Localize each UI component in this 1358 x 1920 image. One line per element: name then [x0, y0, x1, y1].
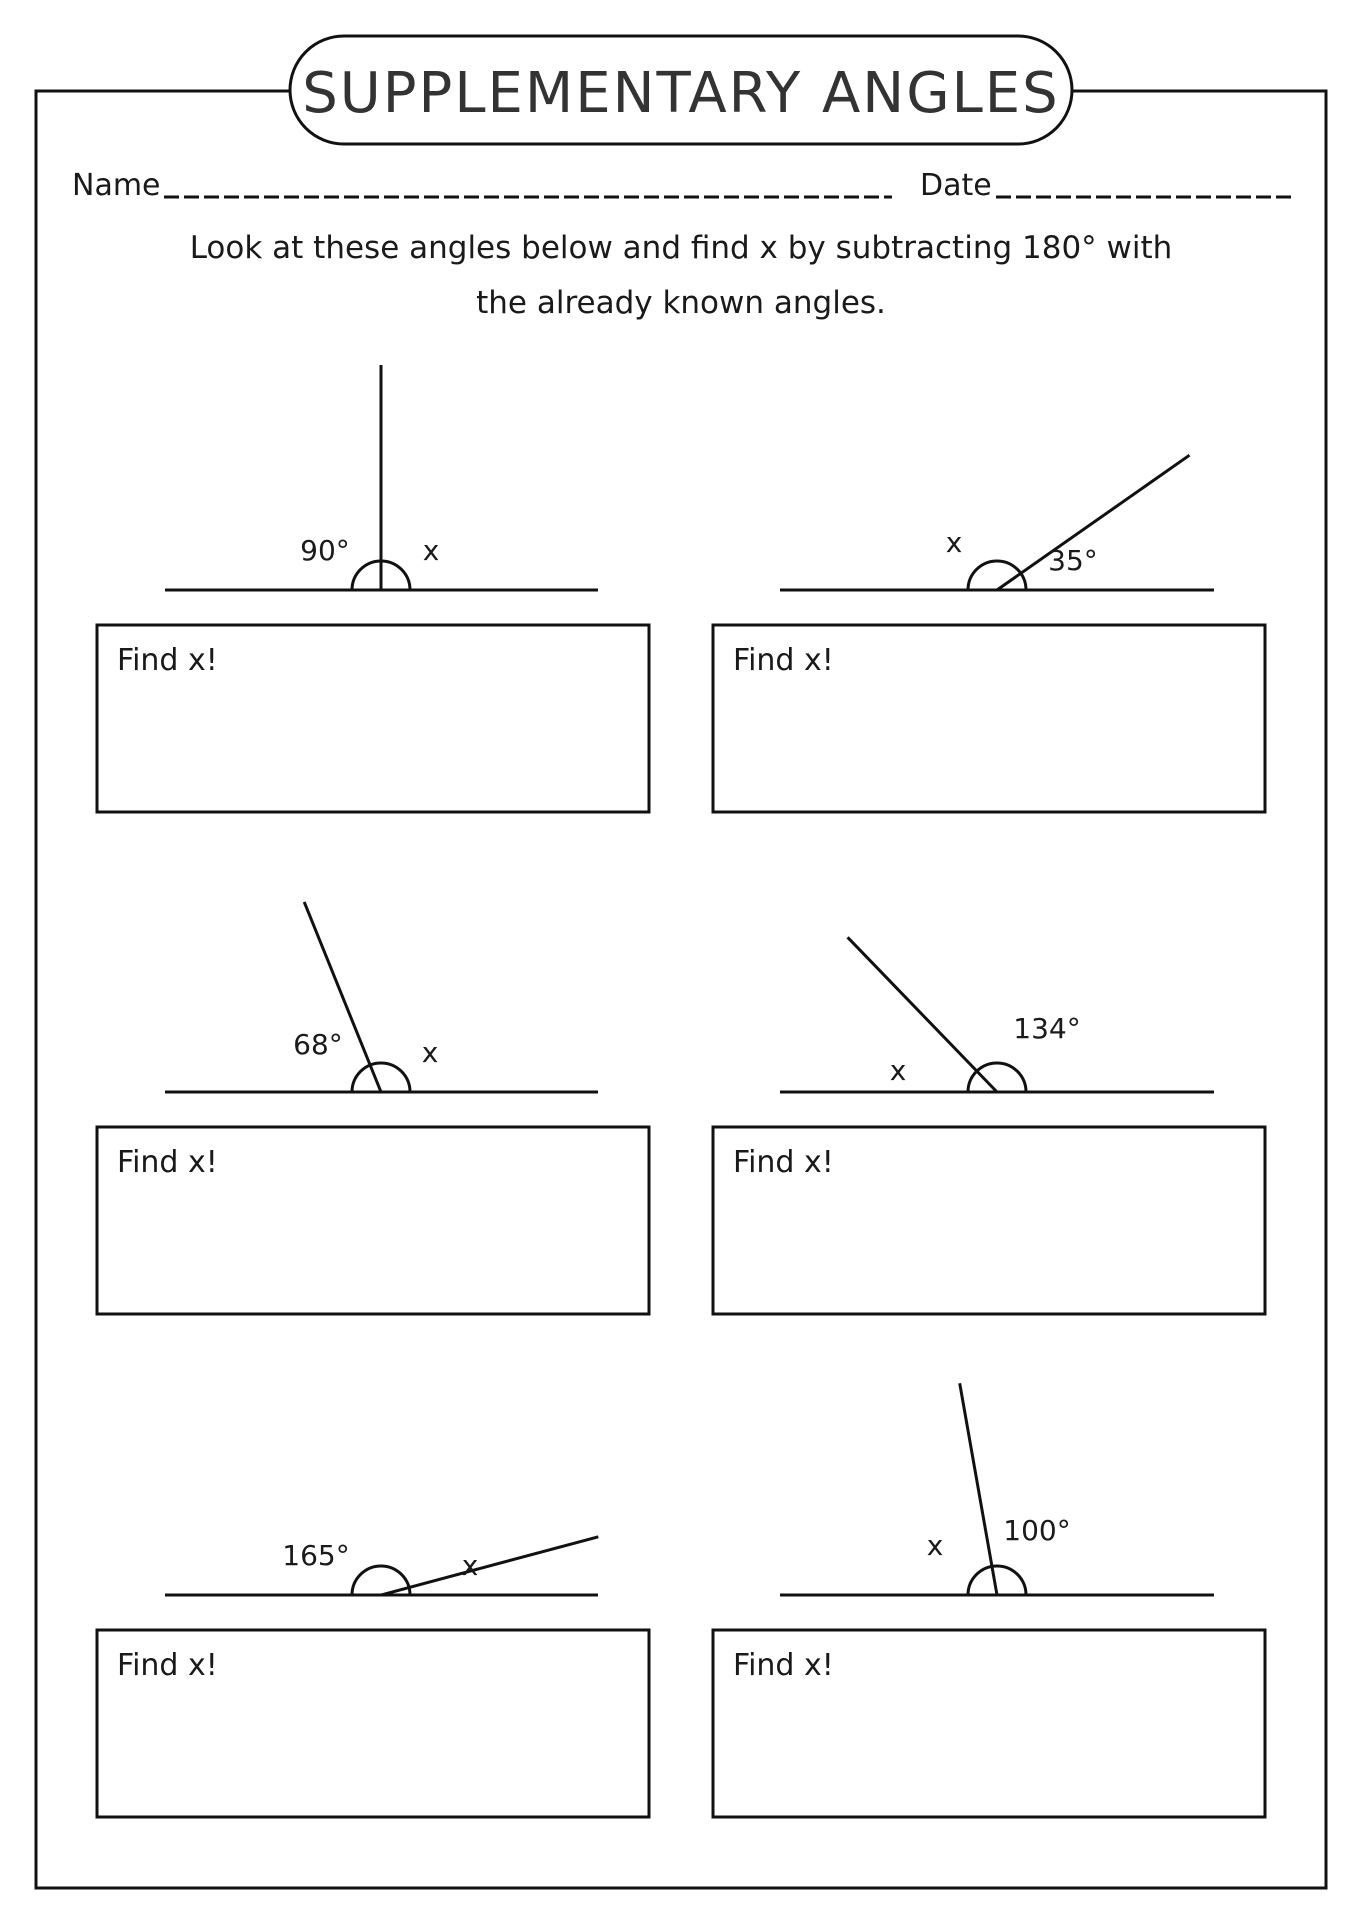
find-x-prompt: Find x! [117, 1145, 218, 1180]
angle-arc [350, 1061, 412, 1093]
known-angle-label: 165° [282, 1539, 349, 1572]
instruction-line-2: the already known angles. [476, 285, 886, 321]
angle-ray [846, 936, 999, 1094]
known-angle-label: 68° [293, 1028, 343, 1061]
find-x-prompt: Find x! [733, 643, 834, 678]
angle-arc [966, 1564, 1028, 1596]
angle-ray [302, 901, 383, 1093]
angle-ray [380, 1535, 599, 1597]
angle-arc [350, 559, 412, 591]
angle-arc [350, 1564, 412, 1596]
page-border [34, 89, 1328, 1890]
angle-ray [958, 1383, 999, 1596]
known-angle-label: 35° [1048, 544, 1098, 577]
title-pill [288, 34, 1074, 146]
unknown-angle-label: x [422, 1036, 439, 1069]
known-angle-label: 100° [1003, 1514, 1070, 1547]
find-x-prompt: Find x! [117, 643, 218, 678]
find-x-prompt: Find x! [733, 1648, 834, 1683]
unknown-angle-label: x [423, 534, 440, 567]
answer-box[interactable] [711, 623, 1267, 814]
date-label: Date [920, 168, 992, 203]
answer-box[interactable] [95, 623, 651, 814]
known-angle-label: 134° [1013, 1012, 1080, 1045]
page-title: SUPPLEMENTARY ANGLES [302, 61, 1059, 126]
unknown-angle-label: x [462, 1549, 479, 1582]
answer-box[interactable] [711, 1628, 1267, 1819]
unknown-angle-label: x [927, 1529, 944, 1562]
instruction-line-1: Look at these angles below and find x by… [190, 230, 1173, 266]
answer-box[interactable] [95, 1628, 651, 1819]
find-x-prompt: Find x! [733, 1145, 834, 1180]
unknown-angle-label: x [890, 1054, 907, 1087]
known-angle-label: 90° [300, 534, 350, 567]
answer-box[interactable] [95, 1125, 651, 1316]
unknown-angle-label: x [946, 526, 963, 559]
angle-ray [996, 453, 1191, 592]
angle-arc [966, 559, 1028, 591]
answer-box[interactable] [711, 1125, 1267, 1316]
angle-arc [966, 1061, 1028, 1093]
name-label: Name [72, 168, 161, 203]
find-x-prompt: Find x! [117, 1648, 218, 1683]
